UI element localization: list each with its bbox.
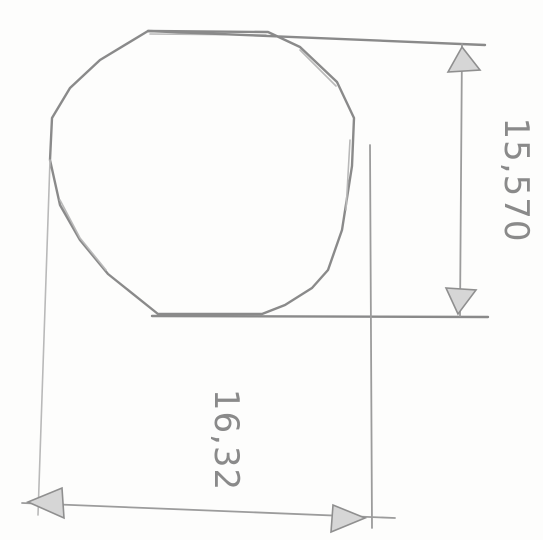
height-dimension-text: 15,570 [496, 118, 536, 243]
arrow-right-icon [330, 503, 368, 534]
arrow-top-icon [446, 45, 482, 73]
arrow-left-icon [25, 486, 65, 520]
shape-outline [48, 29, 356, 316]
width-dimension-line [21, 486, 396, 534]
extension-lines [37, 29, 490, 529]
width-dimension-text: 16,32 [206, 389, 246, 491]
arrow-bottom-icon [444, 287, 478, 316]
height-dimension-line [444, 43, 482, 317]
